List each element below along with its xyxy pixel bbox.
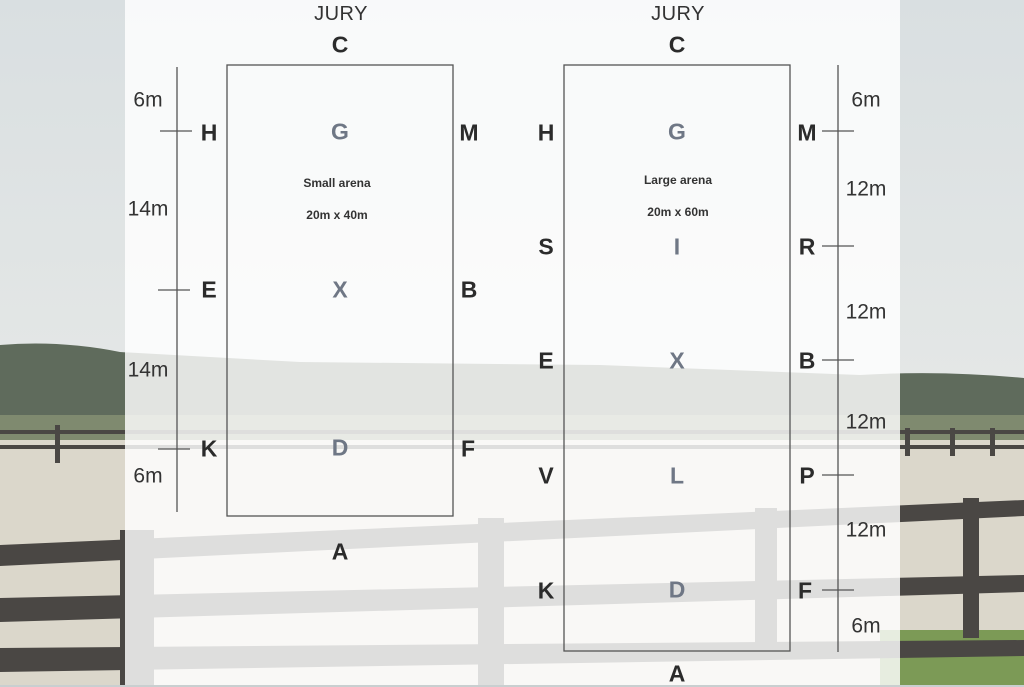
small-arena-marker-c: C (331, 31, 349, 58)
large-arena-distance-6: 6m (851, 614, 881, 638)
large-arena-marker-r: R (798, 233, 816, 260)
large-arena-distance-3: 12m (845, 300, 887, 324)
small-arena-marker-x: X (332, 276, 348, 303)
large-arena-marker-d: D (668, 576, 686, 603)
large-arena-distance-5: 12m (845, 518, 887, 542)
small-arena-jury-label: JURY (314, 3, 368, 25)
small-arena-marker-g: G (331, 118, 349, 145)
large-arena-distance-2: 12m (845, 177, 887, 201)
large-arena-marker-s: S (538, 233, 554, 260)
small-arena-outline (226, 64, 454, 517)
large-arena-name: Large arena (643, 173, 713, 187)
large-arena-marker-v: V (538, 462, 554, 489)
white-overlay (125, 0, 900, 685)
large-arena-marker-x: X (669, 347, 685, 374)
small-arena-marker-b: B (460, 276, 478, 303)
large-arena-marker-g: G (668, 118, 686, 145)
large-arena-marker-c: C (668, 31, 686, 58)
large-arena-marker-e: E (538, 347, 554, 374)
small-arena-marker-a: A (331, 538, 349, 565)
small-arena-marker-f: F (460, 435, 476, 462)
small-arena-distance-2: 14m (127, 197, 169, 221)
large-arena-outline (563, 64, 791, 652)
small-arena-marker-e: E (201, 276, 217, 303)
large-arena-size: 20m x 60m (647, 205, 709, 219)
large-arena-jury-label: JURY (651, 3, 705, 25)
small-arena-marker-k: K (200, 435, 218, 462)
small-arena-distance-3: 14m (127, 358, 169, 382)
large-arena-marker-a: A (668, 660, 686, 687)
large-arena-marker-h: H (537, 119, 555, 146)
small-arena-marker-d: D (331, 434, 349, 461)
large-arena-marker-b: B (798, 347, 816, 374)
large-arena-marker-f: F (797, 577, 813, 604)
small-arena-distance-4: 6m (133, 464, 163, 488)
large-arena-marker-i: I (673, 233, 681, 260)
large-arena-marker-k: K (537, 577, 555, 604)
small-arena-marker-h: H (200, 119, 218, 146)
small-arena-marker-m: M (459, 119, 479, 146)
small-arena-distance-1: 6m (133, 88, 163, 112)
small-arena-name: Small arena (303, 176, 371, 190)
large-arena-marker-p: P (799, 462, 815, 489)
large-arena-marker-m: M (797, 119, 817, 146)
large-arena-marker-l: L (669, 462, 685, 489)
small-arena-size: 20m x 40m (306, 208, 368, 222)
large-arena-distance-1: 6m (851, 88, 881, 112)
large-arena-distance-4: 12m (845, 410, 887, 434)
